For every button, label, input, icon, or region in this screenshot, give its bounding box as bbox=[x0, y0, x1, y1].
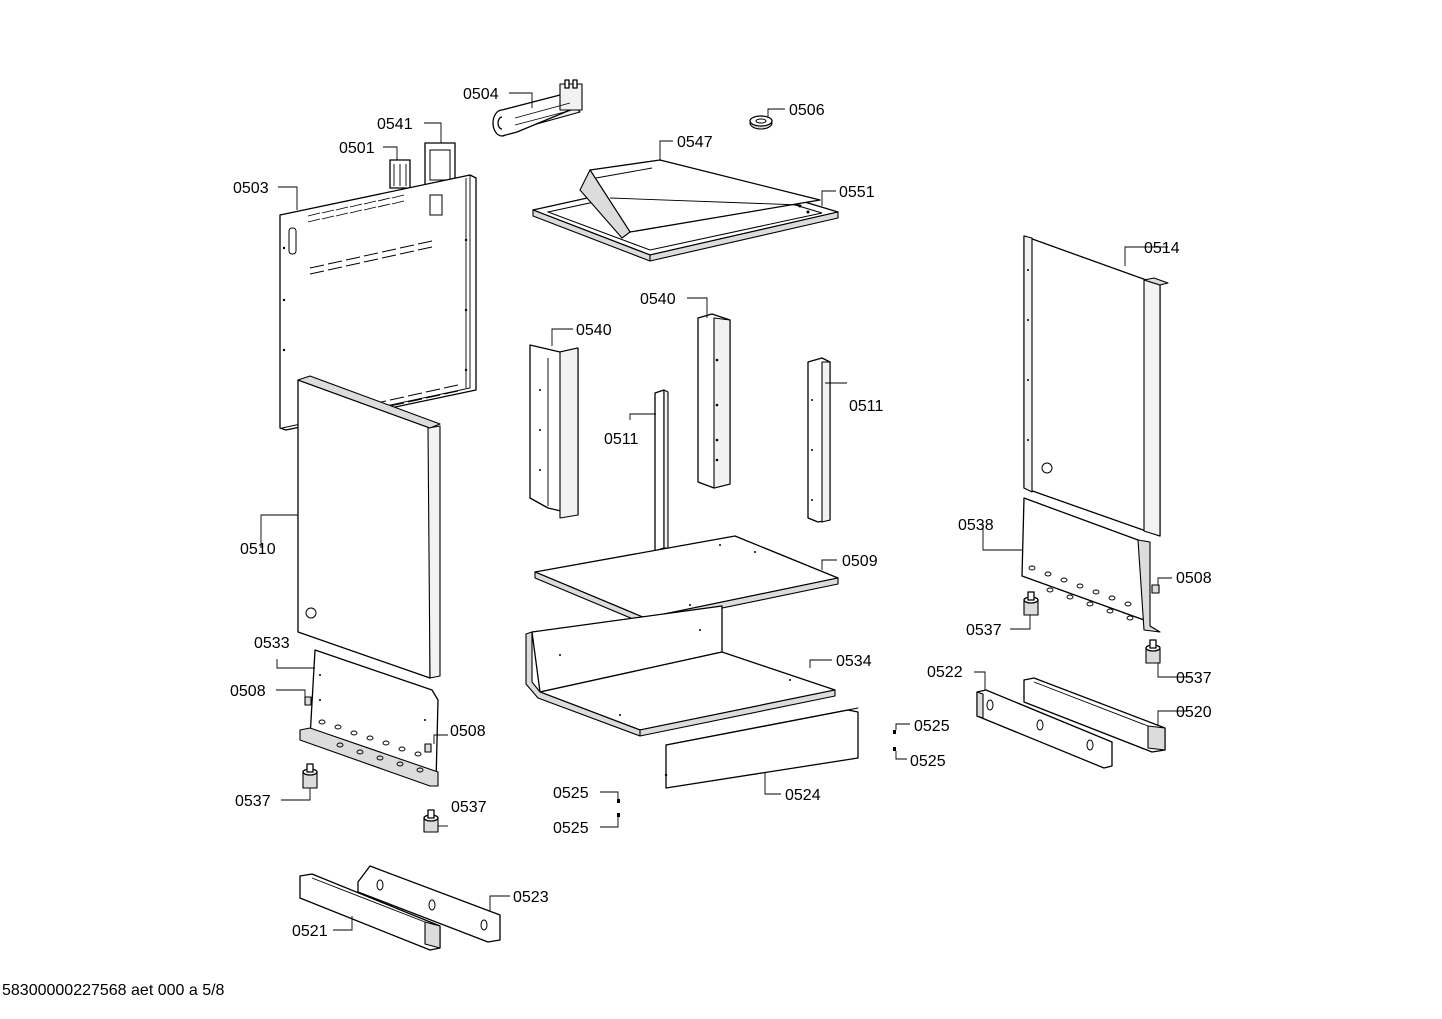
label-0514: 0514 bbox=[1144, 240, 1180, 257]
label-0525-d: 0525 bbox=[553, 820, 589, 837]
label-0551: 0551 bbox=[839, 184, 875, 201]
part-0521-plinth-rail bbox=[299, 873, 441, 951]
label-0520: 0520 bbox=[1176, 704, 1212, 721]
part-0508-screw-a bbox=[304, 696, 312, 706]
label-0510: 0510 bbox=[240, 541, 276, 558]
label-0537-b: 0537 bbox=[1176, 670, 1212, 687]
part-0540-pillar-center bbox=[697, 313, 731, 489]
part-0523-plinth-rail bbox=[357, 865, 501, 943]
label-0540-a: 0540 bbox=[640, 291, 676, 308]
part-0537-foot-a bbox=[302, 763, 318, 789]
label-0547: 0547 bbox=[677, 134, 713, 151]
label-0525-b: 0525 bbox=[910, 753, 946, 770]
document-footer-code: 58300000227568 aet 000 a 5/8 bbox=[2, 982, 225, 999]
part-0537-foot-d bbox=[1145, 639, 1161, 664]
label-0508-a: 0508 bbox=[1176, 570, 1212, 587]
label-0525-c: 0525 bbox=[553, 785, 589, 802]
label-0533: 0533 bbox=[254, 635, 290, 652]
label-0523: 0523 bbox=[513, 889, 549, 906]
label-0508-b: 0508 bbox=[230, 683, 266, 700]
part-0525-clips bbox=[617, 730, 896, 817]
label-0503: 0503 bbox=[233, 180, 269, 197]
part-0524-kick-plate bbox=[664, 707, 859, 789]
part-0508-screw-b bbox=[424, 743, 432, 753]
part-0537-foot-b bbox=[423, 809, 439, 833]
part-0506-grommet bbox=[749, 115, 773, 130]
label-0511-b: 0511 bbox=[604, 431, 639, 448]
label-0537-d: 0537 bbox=[451, 799, 487, 816]
label-0511-a: 0511 bbox=[849, 398, 884, 415]
part-0522-plinth-rail bbox=[976, 689, 1113, 769]
label-0540-b: 0540 bbox=[576, 322, 612, 339]
part-0504-fan-motor bbox=[492, 79, 583, 137]
label-0537-c: 0537 bbox=[235, 793, 271, 810]
part-0511-pillar-right bbox=[807, 357, 831, 523]
label-0509: 0509 bbox=[842, 553, 878, 570]
part-0511-pillar-center bbox=[654, 389, 669, 552]
part-0538-lower-plate-right bbox=[1021, 497, 1161, 633]
label-0504: 0504 bbox=[463, 86, 499, 103]
part-0547-cover-plate bbox=[579, 159, 821, 239]
label-0534: 0534 bbox=[836, 653, 872, 670]
part-0533-lower-plate-left bbox=[299, 649, 439, 787]
part-0537-foot-c bbox=[1023, 591, 1039, 616]
part-0520-plinth-rail bbox=[1023, 677, 1166, 753]
label-0506: 0506 bbox=[789, 102, 825, 119]
part-0541-bracket bbox=[424, 142, 456, 186]
part-0510-side-panel-left bbox=[297, 375, 441, 679]
label-0522: 0522 bbox=[927, 664, 963, 681]
part-0514-side-panel-right bbox=[1023, 235, 1169, 537]
leader-lines bbox=[260, 92, 1192, 931]
label-0508-c: 0508 bbox=[450, 723, 486, 740]
label-0537-a: 0537 bbox=[966, 622, 1002, 639]
label-0541: 0541 bbox=[377, 116, 413, 133]
label-0524: 0524 bbox=[785, 787, 821, 804]
label-0501: 0501 bbox=[339, 140, 375, 157]
part-0534-base-tray bbox=[525, 605, 836, 737]
label-0538: 0538 bbox=[958, 517, 994, 534]
part-labels: 0504 0506 0541 0501 0547 0503 0551 0514 … bbox=[230, 86, 1212, 940]
label-0525-a: 0525 bbox=[914, 718, 950, 735]
part-0540-pillar-left bbox=[529, 344, 579, 519]
label-0521: 0521 bbox=[292, 923, 328, 940]
part-0508-screw-c bbox=[1151, 584, 1160, 594]
part-0501-bracket bbox=[389, 159, 411, 189]
